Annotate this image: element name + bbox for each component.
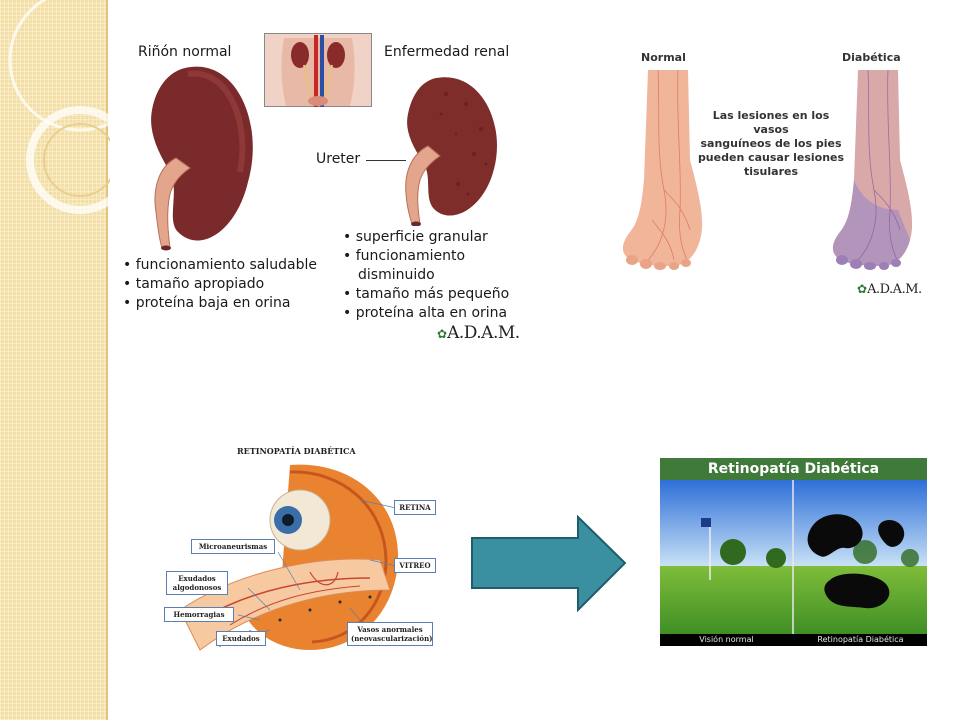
kidney-disease-title: Enfermedad renal xyxy=(384,44,510,60)
foot-credit-logo: ✿A.D.A.M. xyxy=(857,282,922,297)
disease-kidney-points: superficie granular funcionamiento dismi… xyxy=(343,228,509,323)
left-vision-caption: Visión normal xyxy=(699,635,754,644)
normal-kidney-illustration xyxy=(151,66,253,251)
disease-kidney-illustration xyxy=(405,77,497,226)
right-arrow-icon xyxy=(471,515,627,613)
foot-diabetic-label: Diabética xyxy=(842,51,901,64)
normal-kidney-points: funcionamiento saludable tamaño apropiad… xyxy=(123,256,317,313)
foot-normal-label: Normal xyxy=(641,51,686,64)
eye-cross-section-illustration xyxy=(179,464,399,651)
label-microaneurismas: Microaneurismas xyxy=(191,539,275,554)
eye-diagram-title: RETINOPATÍA DIABÉTICA xyxy=(237,446,356,456)
right-vision-caption: Retinopatía Diabética xyxy=(817,635,904,644)
label-vitreo: VITREO xyxy=(394,558,436,573)
label-hemorragias: Hemorragias xyxy=(164,607,234,622)
list-item: tamaño apropiado xyxy=(123,275,317,294)
list-item: proteína baja en orina xyxy=(123,294,317,313)
decorative-rings xyxy=(8,0,110,214)
ureter-leader-line xyxy=(366,160,406,161)
urinary-system-inset xyxy=(264,33,372,107)
foot-caption: Las lesiones en los vasos sanguíneos de … xyxy=(697,109,845,178)
diabetic-foot-illustration xyxy=(832,70,913,270)
label-retina: RETINA xyxy=(394,500,436,515)
normal-foot-illustration xyxy=(622,70,703,270)
label-vasos-anormales: Vasos anormales (neovascularización) xyxy=(347,622,433,646)
list-item: tamaño más pequeño xyxy=(343,285,509,304)
leaf-icon: ✿ xyxy=(437,327,448,341)
list-item-continuation: disminuido xyxy=(358,267,435,283)
kidney-normal-title: Riñón normal xyxy=(138,44,232,60)
list-item: funcionamiento saludable xyxy=(123,256,317,275)
label-exudados-algodonosos: Exudados algodonosos xyxy=(166,571,228,595)
list-item: superficie granular xyxy=(343,228,509,247)
ureter-label: Ureter xyxy=(316,151,361,167)
vision-comparison-photo: Retinopatía Diabética Visión normal Reti… xyxy=(660,458,927,646)
list-item: funcionamiento xyxy=(343,247,509,266)
list-item: proteína alta en orina xyxy=(343,304,509,323)
vision-header: Retinopatía Diabética xyxy=(660,458,927,480)
leaf-icon: ✿ xyxy=(857,282,868,296)
kidney-credit-logo: ✿A.D.A.M. xyxy=(437,323,520,343)
golf-scene-illustration xyxy=(660,480,927,634)
label-exudados: Exudados xyxy=(216,631,266,646)
